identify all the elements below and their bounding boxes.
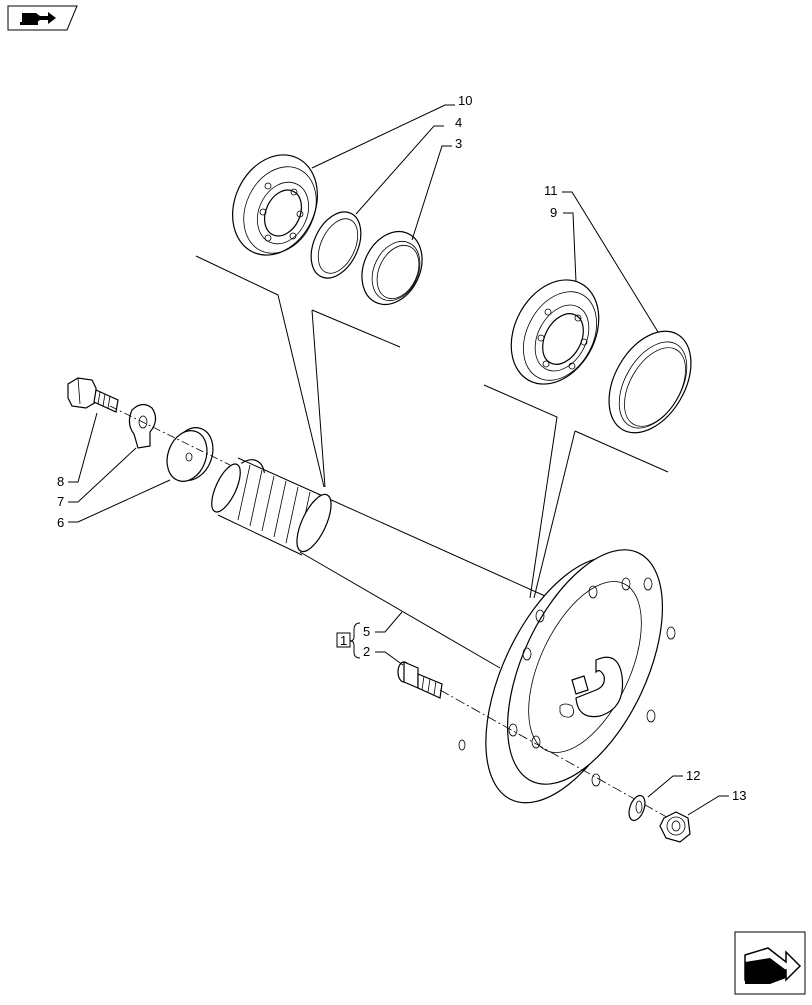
axle-shaft-5: [211, 457, 546, 669]
callout-10: 10: [458, 93, 472, 108]
nut-13: [659, 811, 691, 843]
axis-line-right: [439, 689, 673, 821]
bearing-9: [510, 279, 600, 385]
lock-washer-7: [128, 403, 157, 449]
seal-11: [608, 330, 692, 434]
seal-3: [361, 230, 423, 306]
callout-12: 12: [686, 768, 700, 783]
callout-7: 7: [57, 494, 64, 509]
bearing-10: [232, 154, 318, 256]
leader-lines: [68, 104, 729, 816]
axis-line-left: [109, 405, 231, 466]
callout-9: 9: [550, 205, 557, 220]
wheel-stud-2: [397, 661, 443, 699]
callout-6: 6: [57, 515, 64, 530]
callout-11: 11: [544, 183, 558, 198]
callout-13: 13: [732, 788, 746, 803]
flange-disc: [485, 549, 676, 804]
washer-6: [166, 427, 214, 482]
group-bracket-right: [483, 384, 669, 599]
washer-12: [628, 794, 646, 822]
callout-5: 5: [363, 624, 370, 639]
callout-1: 1: [340, 633, 347, 648]
callout-8: 8: [57, 474, 64, 489]
group-bracket-left: [195, 255, 401, 488]
hole-marker: [458, 739, 466, 751]
ring-4: [310, 211, 362, 279]
next-page-arrow-icon[interactable]: [734, 931, 806, 995]
callout-4: 4: [455, 115, 462, 130]
callout-3: 3: [455, 136, 462, 151]
callout-2: 2: [363, 644, 370, 659]
bolt-8: [67, 377, 119, 413]
book-arrow-icon[interactable]: [7, 5, 78, 31]
